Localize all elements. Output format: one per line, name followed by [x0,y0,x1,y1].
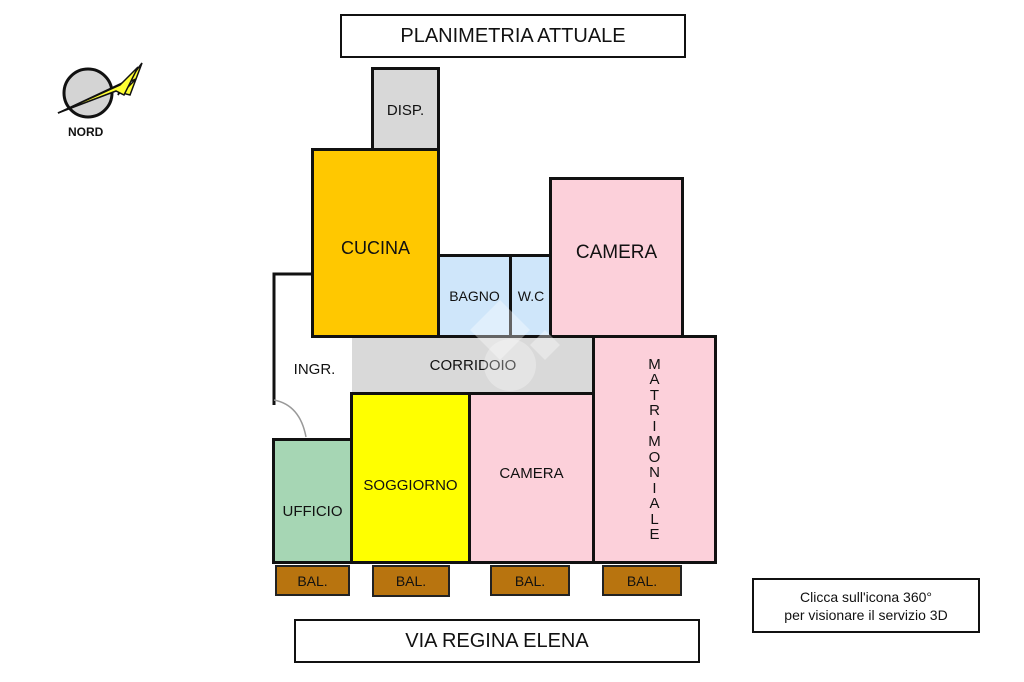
room-ufficio-label: UFFICIO [282,502,343,520]
balcony-2-label: BAL. [395,573,427,589]
balcony-4[interactable]: BAL. [602,565,682,596]
room-camera-bottom-label: CAMERA [499,464,564,482]
room-ingresso-label: INGR. [293,360,336,378]
matrimoniale-letter: L [650,510,659,528]
room-cucina[interactable]: CUCINA [311,148,440,338]
room-camera-bottom[interactable]: CAMERA [468,392,595,564]
room-bagno-label: BAGNO [449,288,500,304]
room-wc[interactable]: W.C [509,254,553,338]
balcony-3-label: BAL. [514,572,546,589]
balcony-2[interactable]: BAL. [372,565,450,597]
balcony-1-label: BAL. [297,572,328,589]
matrimoniale-letter: O [648,448,661,466]
room-disp[interactable]: DISP. [371,67,440,153]
matrimoniale-letter: M [648,433,661,450]
room-disp-label: DISP. [386,101,425,119]
matrimoniale-letter: N [649,464,660,481]
matrimoniale-letter: A [649,495,660,512]
room-ingresso[interactable]: INGR. [277,340,352,398]
matrimoniale-letter: A [649,371,660,388]
matrimoniale-letter: I [652,479,657,497]
room-camera-top-label: CAMERA [575,241,658,263]
room-corridoio-label: CORRIDOIO [429,357,517,374]
room-cucina-label: CUCINA [340,237,410,258]
room-camera-top[interactable]: CAMERA [549,177,684,338]
room-bagno[interactable]: BAGNO [437,254,512,338]
balcony-1[interactable]: BAL. [275,565,350,596]
room-ufficio[interactable]: UFFICIO [272,438,353,564]
street-label-text: VIA REGINA ELENA [405,629,589,652]
note-360-line2: per visionare il servizio 3D [784,606,948,623]
balcony-3[interactable]: BAL. [490,565,570,596]
matrimoniale-letter: T [649,386,660,404]
room-corridoio[interactable]: CORRIDOIO [352,338,594,393]
room-soggiorno-label: SOGGIORNO [363,476,458,494]
street-label: VIA REGINA ELENA [294,619,700,663]
plan-title: PLANIMETRIA ATTUALE [340,14,686,58]
north-compass: NORD [50,55,150,145]
note-360: Clicca sull'icona 360° per visionare il … [752,578,980,633]
matrimoniale-letter: I [652,417,657,435]
north-arrow-icon [57,62,143,119]
note-360-line1: Clicca sull'icona 360° [799,588,932,605]
matrimoniale-letter: E [649,526,660,543]
plan-title-text: PLANIMETRIA ATTUALE [400,24,626,47]
matrimoniale-letter: R [649,402,660,419]
balcony-4-label: BAL. [626,572,658,589]
matrimoniale-letter: M [648,355,661,373]
room-wc-label: W.C [517,288,545,304]
north-label: NORD [68,125,104,139]
room-soggiorno[interactable]: SOGGIORNO [350,392,471,564]
